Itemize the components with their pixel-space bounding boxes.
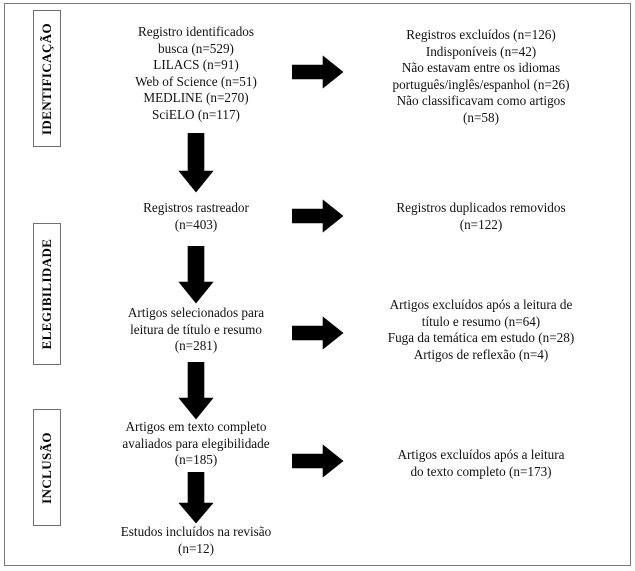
- arrow-down-textocompleto-incluidos: [178, 472, 214, 524]
- node-line: Estudos incluídos na revisão: [120, 524, 272, 539]
- arrow-right-duplicados: [292, 199, 344, 233]
- stage-box-identificacao: IDENTIFICAÇÃO: [33, 10, 61, 147]
- arrow-right-excluidos-textocompleto: [292, 444, 344, 478]
- node-line: Fuga da temática em estudo (n=28): [387, 330, 575, 345]
- node-line: Registro identificados: [137, 24, 255, 39]
- node-artigos-texto-completo: Artigos em texto completo avaliados para…: [96, 419, 296, 469]
- node-registros-rastreador: Registros rastreador (n=403): [96, 200, 296, 233]
- stage-box-elegibilidade: ELEGIBILIDADE: [33, 223, 61, 365]
- stage-label-identificacao: IDENTIFICAÇÃO: [39, 22, 54, 135]
- node-line: (n=58): [462, 109, 499, 125]
- node-line: (n=403): [174, 216, 218, 232]
- node-line: Registros excluídos (n=126): [406, 27, 556, 42]
- node-line: Artigos excluídos após a leitura de: [389, 297, 573, 312]
- arrow-right-identificacao: [292, 55, 344, 89]
- node-line: Registros duplicados removidos: [396, 200, 566, 215]
- stage-box-inclusao: INCLUSÃO: [33, 409, 61, 526]
- node-line: avaliados para elegibilidade: [122, 435, 270, 451]
- stage-label-inclusao: INCLUSÃO: [39, 431, 54, 504]
- node-registros-identificados: Registro identificados busca (n=529) LIL…: [96, 24, 296, 123]
- node-artigos-selecionados: Artigos selecionados para leitura de tít…: [96, 305, 296, 355]
- node-line: (n=281): [174, 338, 218, 353]
- node-line: Artigos de reflexão (n=4): [413, 346, 549, 362]
- node-line: (n=185): [174, 452, 218, 467]
- node-line: (n=12): [177, 540, 214, 556]
- node-line: Artigos em texto completo: [125, 419, 267, 434]
- node-line: LILACS (n=91): [153, 57, 239, 72]
- node-artigos-excluidos-titulo: Artigos excluídos após a leitura de títu…: [345, 297, 617, 363]
- node-line: Artigos selecionados para: [127, 305, 265, 320]
- node-line: Não estavam entre os idiomas: [401, 60, 561, 75]
- node-line: Web of Science (n=51): [135, 73, 257, 89]
- node-line: Registros rastreador: [143, 200, 249, 215]
- node-line: português/inglês/espanhol (n=26): [392, 76, 570, 92]
- node-line: MEDLINE (n=270): [143, 90, 249, 105]
- arrow-down-identificacao-rastreador: [178, 133, 214, 193]
- node-registros-excluidos: Registros excluídos (n=126) Indisponívei…: [345, 27, 617, 126]
- arrow-down-rastreador-selecionados: [178, 246, 214, 304]
- node-line: SciELO (n=117): [152, 106, 240, 122]
- arrow-down-selecionados-textocompleto: [178, 362, 214, 420]
- node-line: Artigos excluídos após a leitura: [397, 447, 565, 462]
- node-artigos-excluidos-textocompleto: Artigos excluídos após a leitura do text…: [345, 447, 617, 480]
- node-line: Não classificavam como artigos: [396, 93, 566, 108]
- node-line: do texto completo (n=173): [410, 463, 552, 479]
- node-line: busca (n=529): [158, 40, 234, 56]
- diagram-outer-frame: [4, 3, 631, 566]
- stage-label-elegibilidade: ELEGIBILIDADE: [39, 238, 54, 350]
- node-line: Indisponíveis (n=42): [425, 43, 537, 59]
- node-line: título e resumo (n=64): [421, 313, 541, 329]
- node-registros-duplicados-removidos: Registros duplicados removidos (n=122): [345, 200, 617, 233]
- node-line: leitura de título e resumo: [130, 321, 262, 337]
- arrow-right-excluidos-titulo: [292, 316, 344, 350]
- node-estudos-incluidos: Estudos incluídos na revisão (n=12): [96, 524, 296, 557]
- node-line: (n=122): [459, 216, 503, 232]
